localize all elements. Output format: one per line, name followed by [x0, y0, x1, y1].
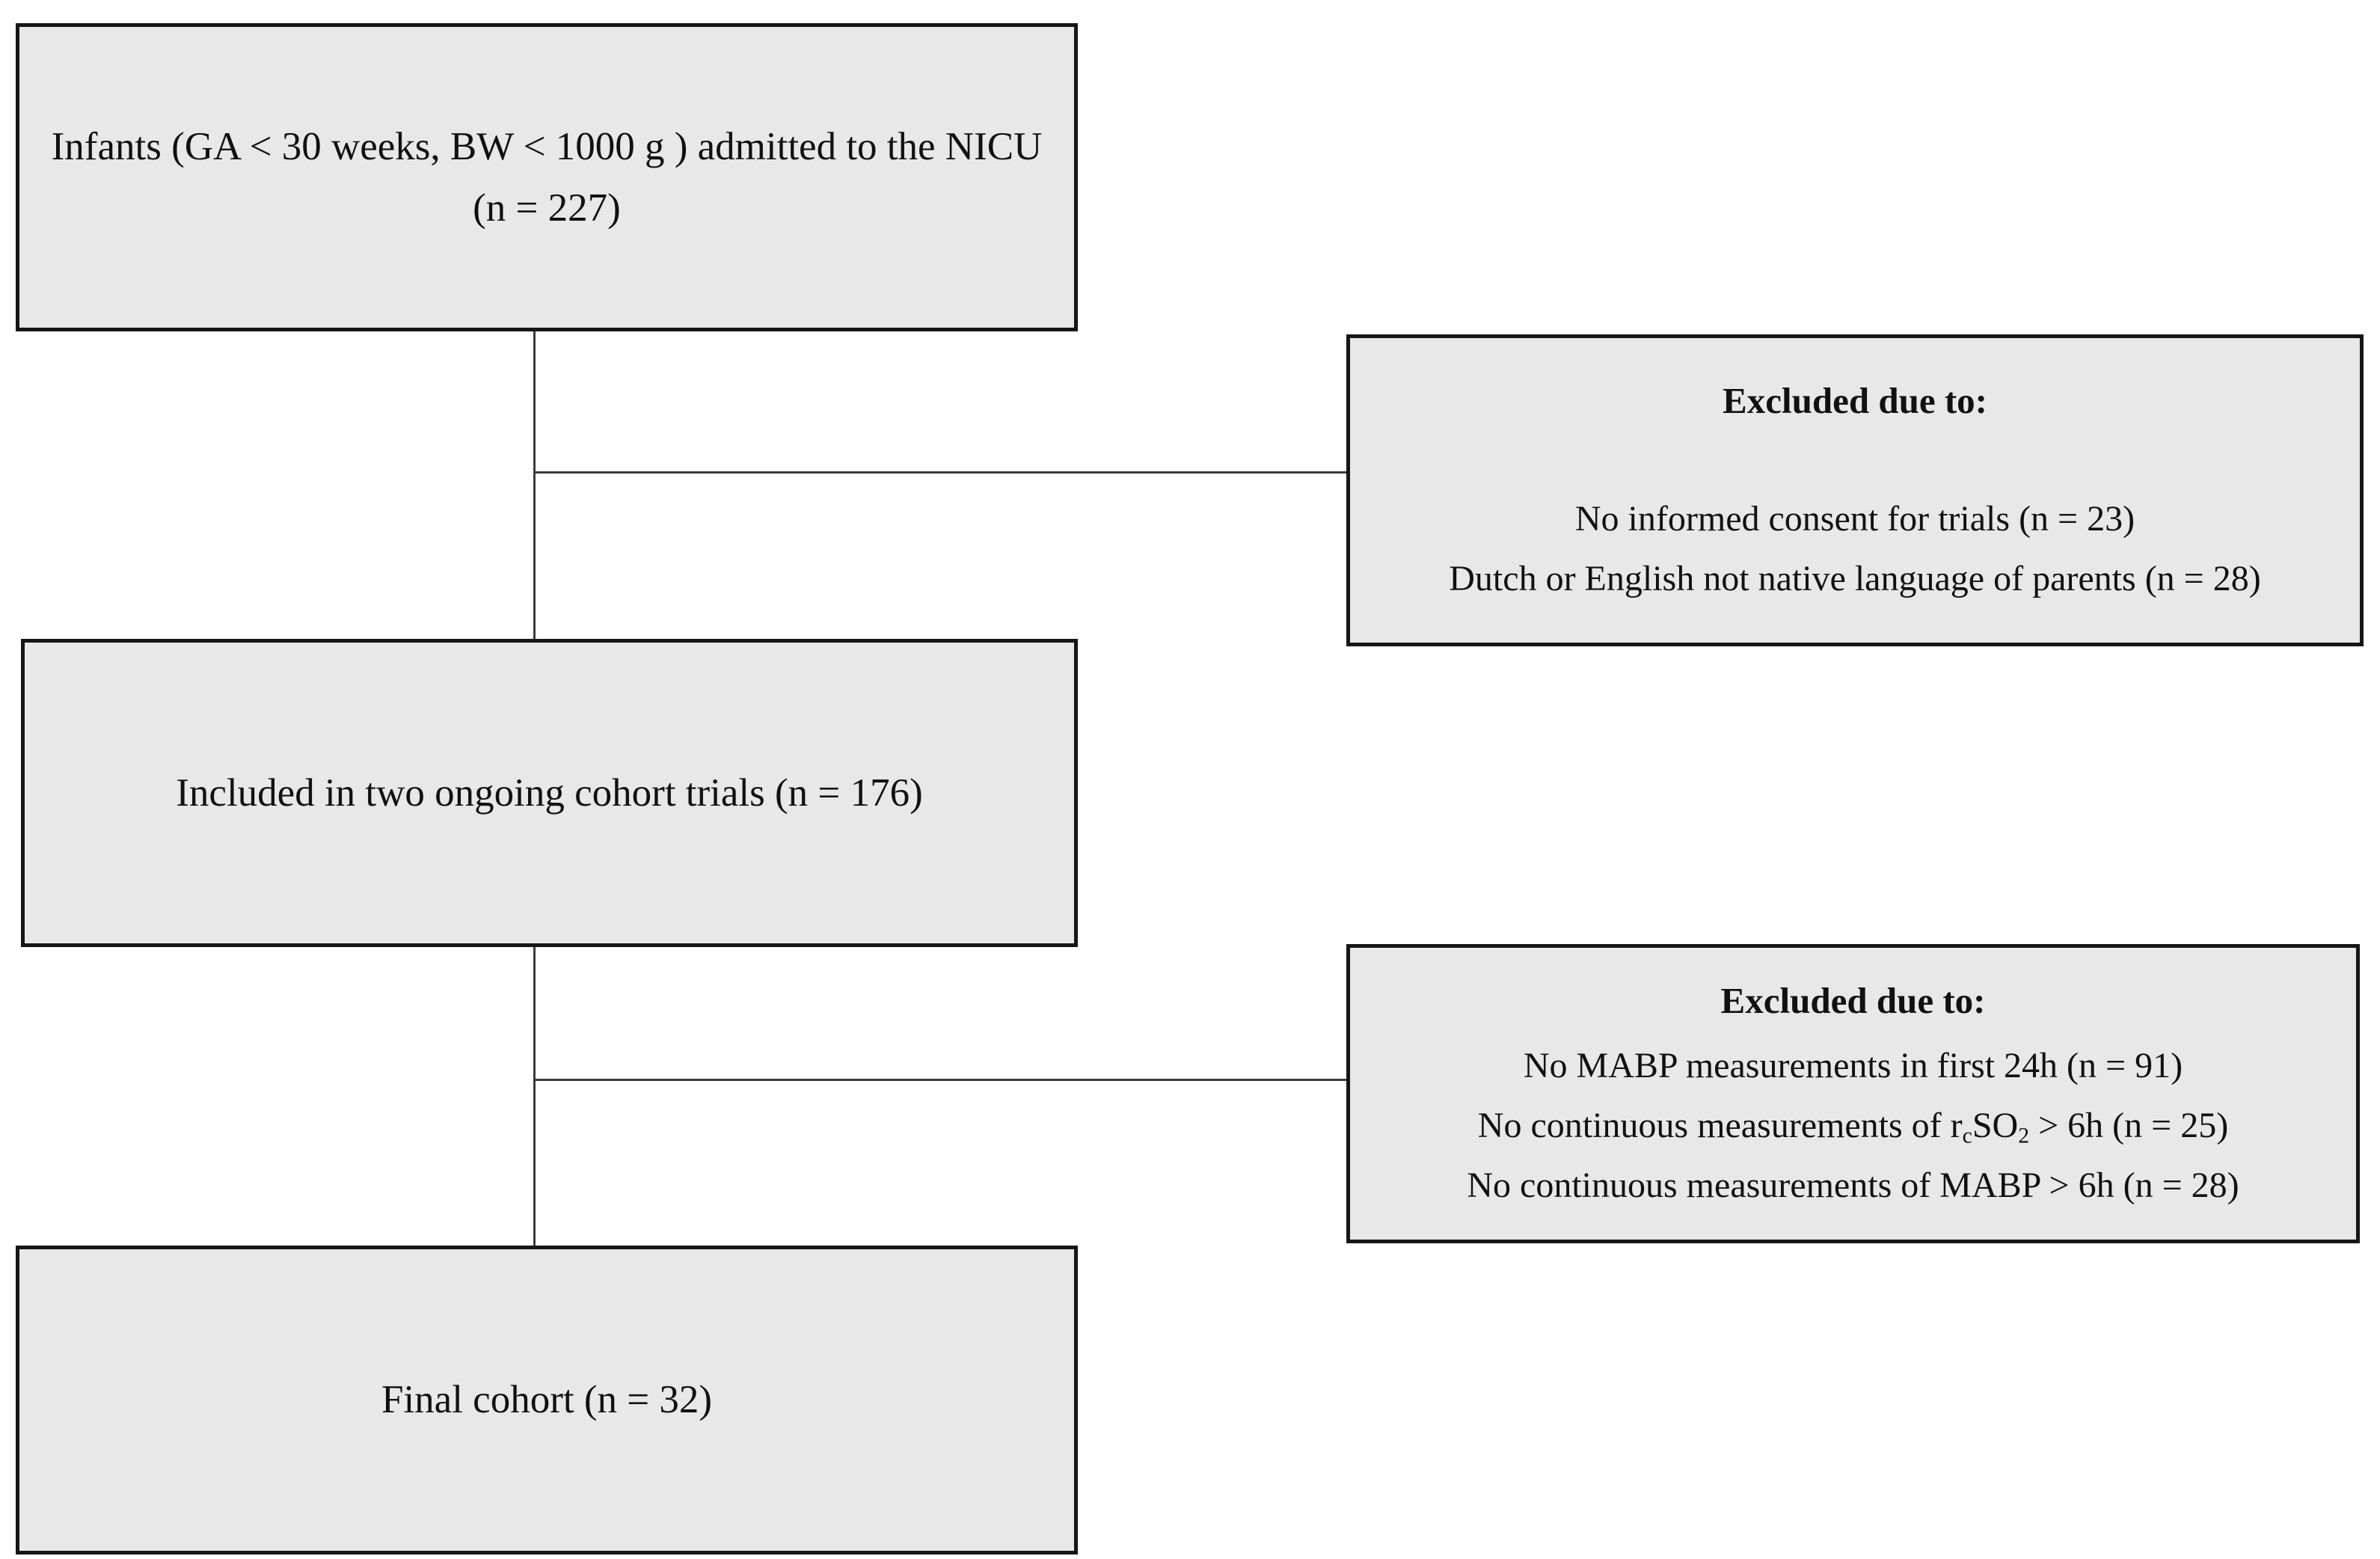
flow-box-included: Included in two ongoing cohort trials (n…	[21, 639, 1078, 947]
flow-box-excluded-1: Excluded due to: No informed consent for…	[1346, 334, 2364, 646]
exclusion-line: Dutch or English not native language of …	[1449, 558, 2261, 598]
exclusion-line: No informed consent for trials (n = 23)	[1574, 498, 2135, 539]
connector-horizontal-to-excluded-2	[533, 1079, 1346, 1081]
exclusion-line: No continuous measurements of MABP > 6h …	[1467, 1166, 2239, 1206]
connector-vertical-included-to-final	[533, 947, 536, 1246]
flow-box-admitted-label: Infants (GA < 30 weeks, BW < 1000 g ) ad…	[51, 124, 1043, 230]
flow-box-excluded-1-title: Excluded due to:	[1723, 380, 1987, 422]
flow-box-admitted: Infants (GA < 30 weeks, BW < 1000 g ) ad…	[16, 23, 1078, 331]
connector-vertical-admitted-to-included	[533, 331, 536, 640]
flow-box-excluded-2: Excluded due to: No MABP measurements in…	[1346, 944, 2360, 1243]
flow-box-excluded-1-items: No informed consent for trials (n = 23) D…	[1449, 489, 2260, 609]
exclusion-line: No MABP measurements in first 24h (n = 9…	[1523, 1045, 2183, 1085]
connector-horizontal-to-excluded-1	[533, 471, 1346, 474]
flow-box-final-cohort: Final cohort (n = 32)	[16, 1246, 1078, 1555]
flow-box-excluded-2-items: No MABP measurements in first 24h (n = 9…	[1467, 1036, 2239, 1216]
flow-box-included-label: Included in two ongoing cohort trials (n…	[176, 771, 923, 815]
flow-box-excluded-2-title: Excluded due to:	[1720, 979, 1986, 1021]
flow-box-final-cohort-label: Final cohort (n = 32)	[381, 1378, 713, 1422]
exclusion-line: No continuous measurements of rcSO2 > 6h…	[1477, 1106, 2229, 1148]
